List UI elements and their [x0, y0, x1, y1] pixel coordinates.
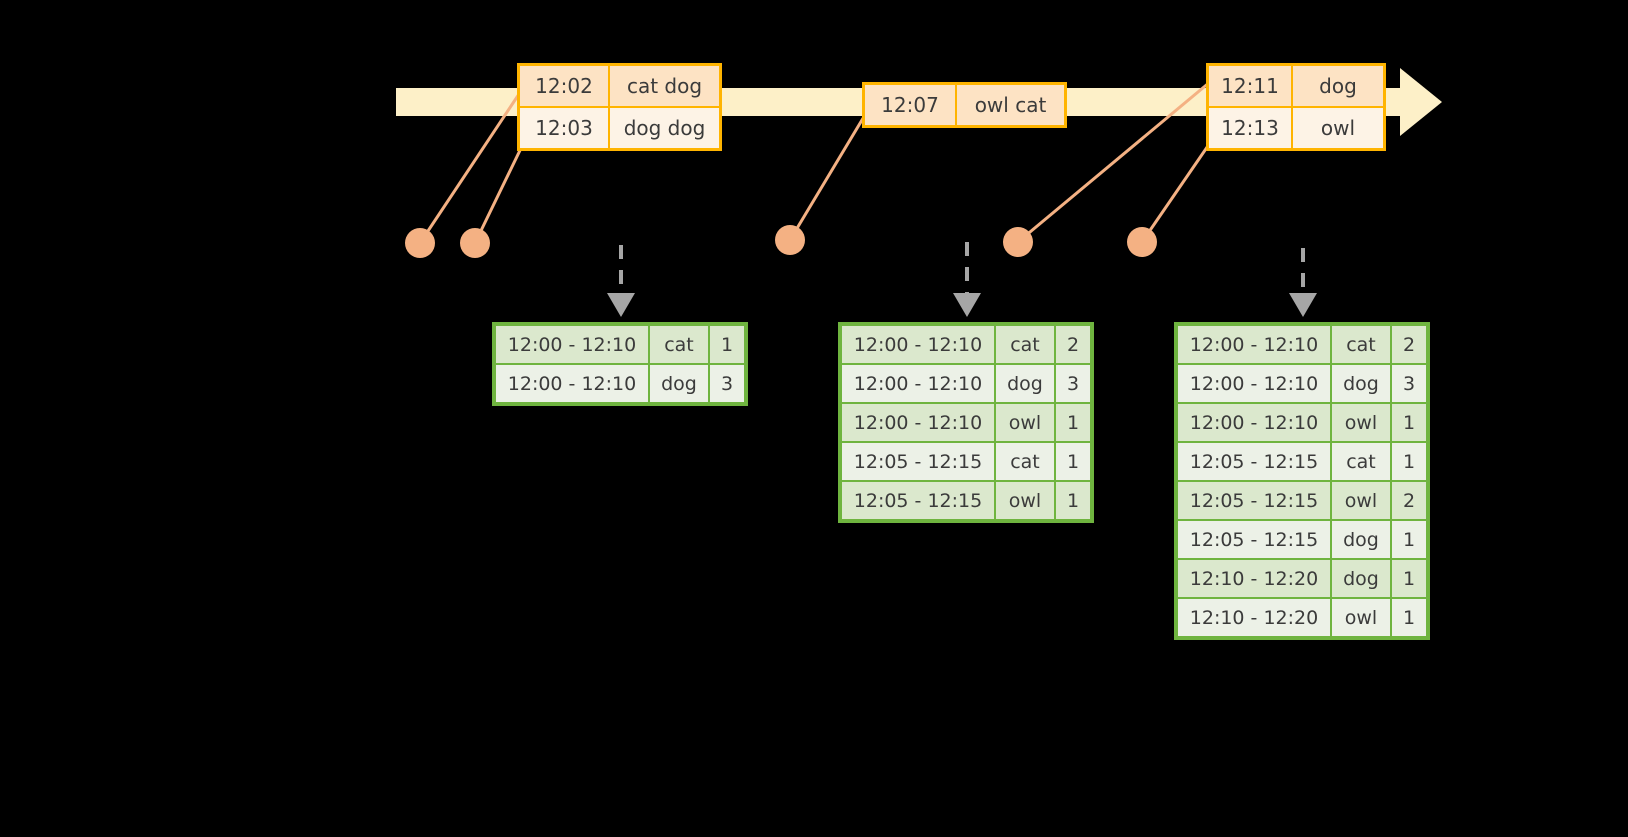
- result-count: 1: [710, 326, 744, 363]
- event-time: 12:11: [1209, 66, 1291, 106]
- result-window: 12:05 - 12:15: [1178, 521, 1330, 558]
- result-key: dog: [996, 365, 1054, 402]
- result-count: 1: [1392, 404, 1426, 441]
- event-box-1[interactable]: 12:02 cat dog 12:03 dog dog: [517, 63, 722, 151]
- result-window: 12:05 - 12:15: [842, 443, 994, 480]
- result-count: 2: [1392, 326, 1426, 363]
- result-key: cat: [1332, 443, 1390, 480]
- result-key: owl: [1332, 482, 1390, 519]
- connector-line-2: [473, 139, 527, 244]
- result-key: cat: [1332, 326, 1390, 363]
- event-row: 12:03 dog dog: [520, 106, 719, 148]
- result-window: 12:00 - 12:10: [842, 404, 994, 441]
- result-count: 2: [1056, 326, 1090, 363]
- result-count: 1: [1392, 443, 1426, 480]
- event-time: 12:13: [1209, 108, 1291, 148]
- result-window: 12:05 - 12:15: [842, 482, 994, 519]
- result-key: owl: [996, 404, 1054, 441]
- result-key: owl: [1332, 599, 1390, 636]
- event-value: owl cat: [955, 85, 1064, 125]
- event-row: 12:13 owl: [1209, 106, 1383, 148]
- result-count: 1: [1392, 521, 1426, 558]
- result-count: 1: [1056, 482, 1090, 519]
- event-row: 12:07 owl cat: [865, 85, 1064, 125]
- result-count: 2: [1392, 482, 1426, 519]
- result-window: 12:00 - 12:10: [496, 326, 648, 363]
- emit-arrowhead-3: [1289, 293, 1317, 317]
- result-window: 12:00 - 12:10: [496, 365, 648, 402]
- result-window: 12:00 - 12:10: [842, 326, 994, 363]
- result-key: owl: [1332, 404, 1390, 441]
- event-time: 12:07: [865, 85, 955, 125]
- result-count: 3: [1392, 365, 1426, 402]
- result-window: 12:10 - 12:20: [1178, 599, 1330, 636]
- event-time: 12:03: [520, 108, 608, 148]
- event-box-2[interactable]: 12:07 owl cat: [862, 82, 1067, 128]
- result-window: 12:05 - 12:15: [1178, 482, 1330, 519]
- result-window: 12:00 - 12:10: [1178, 365, 1330, 402]
- result-window: 12:00 - 12:10: [1178, 404, 1330, 441]
- result-key: owl: [996, 482, 1054, 519]
- result-count: 3: [1056, 365, 1090, 402]
- event-row: 12:02 cat dog: [520, 66, 719, 106]
- result-key: dog: [1332, 560, 1390, 597]
- event-row: 12:11 dog: [1209, 66, 1383, 106]
- result-key: dog: [1332, 521, 1390, 558]
- connector-line-5: [1140, 139, 1214, 243]
- event-value: dog: [1291, 66, 1383, 106]
- result-window: 12:10 - 12:20: [1178, 560, 1330, 597]
- result-window: 12:00 - 12:10: [1178, 326, 1330, 363]
- result-key: cat: [996, 443, 1054, 480]
- event-time: 12:02: [520, 66, 608, 106]
- event-dot-4: [1003, 227, 1033, 257]
- result-window: 12:05 - 12:15: [1178, 443, 1330, 480]
- event-dot-2: [460, 228, 490, 258]
- event-value: cat dog: [608, 66, 719, 106]
- emit-arrowhead-1: [607, 293, 635, 317]
- result-count: 1: [1056, 443, 1090, 480]
- result-window: 12:00 - 12:10: [842, 365, 994, 402]
- result-count: 1: [1392, 599, 1426, 636]
- result-key: cat: [996, 326, 1054, 363]
- result-count: 3: [710, 365, 744, 402]
- event-dot-3: [775, 225, 805, 255]
- event-value: owl: [1291, 108, 1383, 148]
- result-key: cat: [650, 326, 708, 363]
- event-box-3[interactable]: 12:11 dog 12:13 owl: [1206, 63, 1386, 151]
- emit-arrowhead-2: [953, 293, 981, 317]
- event-dot-1: [405, 228, 435, 258]
- result-count: 1: [1056, 404, 1090, 441]
- result-key: dog: [1332, 365, 1390, 402]
- timeline-arrow-icon: [1400, 68, 1442, 136]
- connector-line-3: [788, 109, 870, 241]
- event-value: dog dog: [608, 108, 719, 148]
- result-count: 1: [1392, 560, 1426, 597]
- result-key: dog: [650, 365, 708, 402]
- event-dot-5: [1127, 227, 1157, 257]
